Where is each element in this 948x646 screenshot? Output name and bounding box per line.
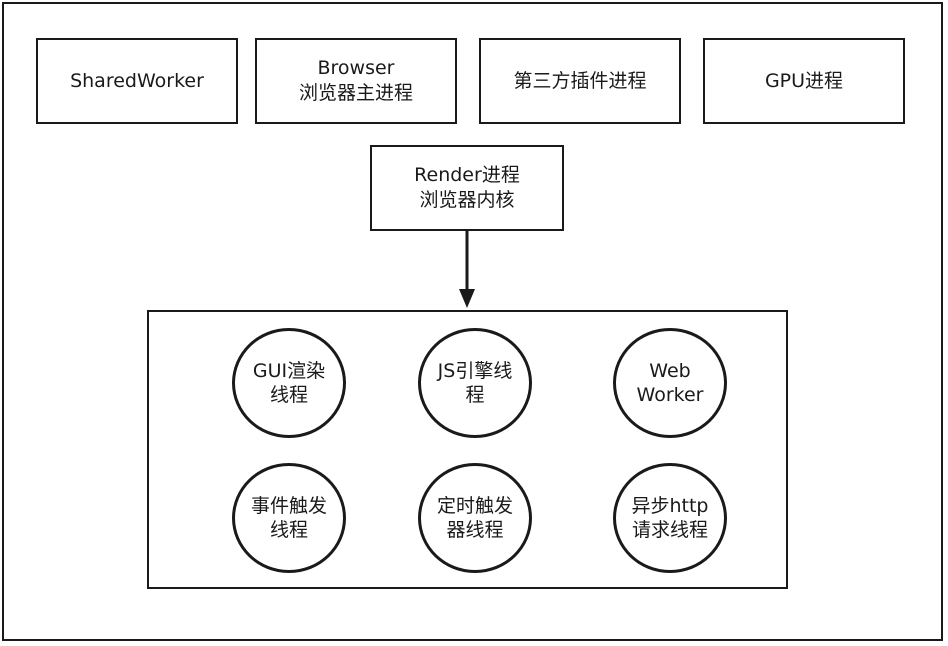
thread-async-http: 异步http 请求线程 bbox=[613, 463, 727, 573]
thread-gui-render: GUI渲染 线程 bbox=[232, 328, 346, 438]
browser-label: Browser bbox=[317, 57, 395, 79]
sharedworker-label: SharedWorker bbox=[70, 69, 204, 92]
render-label: Render进程 bbox=[414, 164, 520, 186]
browser-main-process-box: Browser 浏览器主进程 bbox=[255, 38, 457, 124]
thread-label: 事件触发 bbox=[250, 495, 327, 517]
thread-label: 定时触发 bbox=[436, 495, 513, 517]
render-threads-container bbox=[147, 310, 788, 589]
thread-sublabel: 请求线程 bbox=[631, 519, 708, 541]
thread-sublabel: 线程 bbox=[269, 384, 308, 406]
thread-sublabel: 线程 bbox=[269, 519, 308, 541]
thread-web-worker: Web Worker bbox=[613, 328, 727, 438]
thread-timer-trigger: 定时触发 器线程 bbox=[418, 463, 532, 573]
gpu-process-box: GPU进程 bbox=[703, 38, 905, 124]
plugin-process-box: 第三方插件进程 bbox=[479, 38, 681, 124]
gpu-label: GPU进程 bbox=[764, 69, 844, 92]
thread-sublabel: 程 bbox=[465, 384, 485, 406]
sharedworker-process-box: SharedWorker bbox=[36, 38, 238, 124]
thread-label: Web bbox=[649, 360, 691, 382]
browser-sublabel: 浏览器主进程 bbox=[298, 82, 413, 104]
plugin-label: 第三方插件进程 bbox=[513, 69, 647, 92]
thread-sublabel: 器线程 bbox=[446, 519, 504, 541]
render-sublabel: 浏览器内核 bbox=[419, 189, 515, 211]
thread-sublabel: Worker bbox=[636, 384, 704, 406]
thread-label: GUI渲染 bbox=[252, 360, 326, 382]
thread-js-engine: JS引擎线 程 bbox=[418, 328, 532, 438]
thread-label: JS引擎线 bbox=[437, 360, 513, 382]
thread-label: 异步http bbox=[631, 495, 709, 517]
render-process-box: Render进程 浏览器内核 bbox=[370, 145, 564, 231]
thread-event-trigger: 事件触发 线程 bbox=[232, 463, 346, 573]
